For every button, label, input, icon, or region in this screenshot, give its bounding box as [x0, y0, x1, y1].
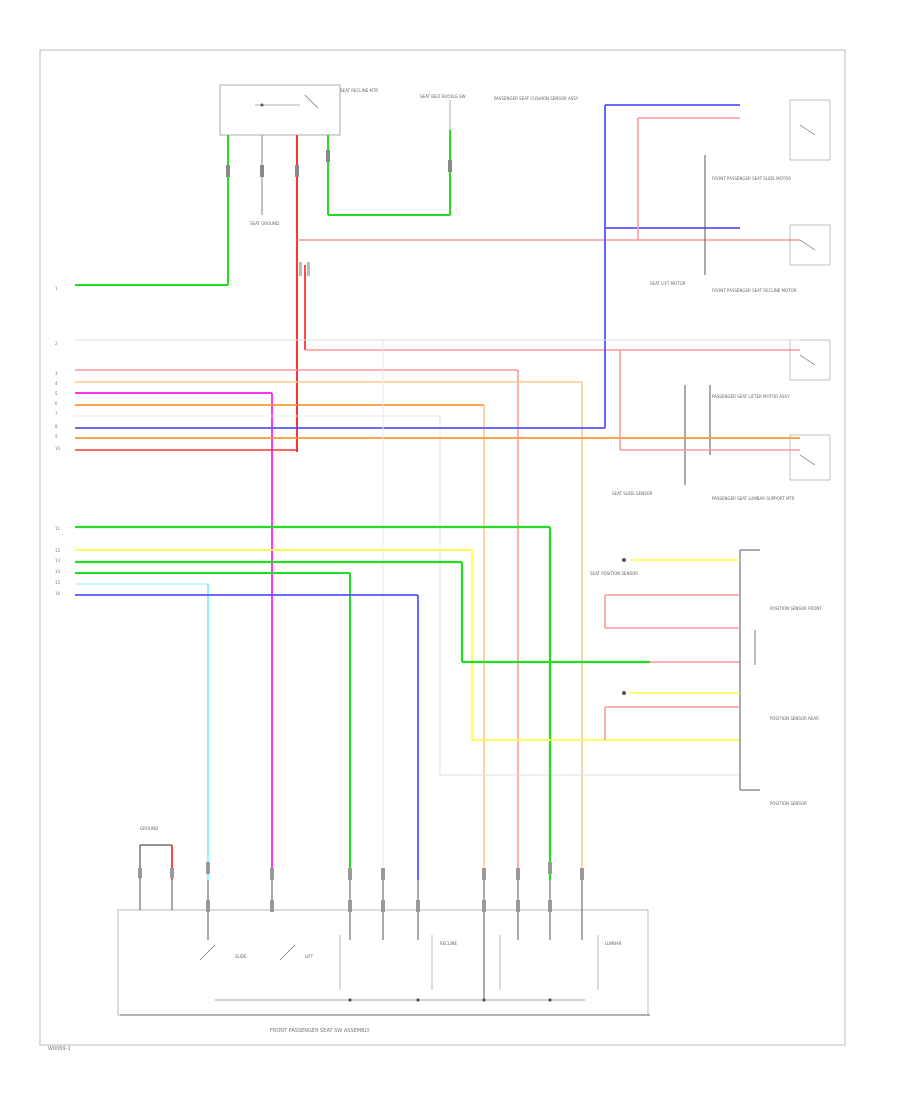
right-box-label-3: PASSENGER SEAT LIFTER MOTOR ASSY [712, 394, 790, 399]
svg-text:4: 4 [55, 381, 58, 386]
top-right-note: PASSENGER SEAT CUSHION SENSOR ASSY [494, 96, 579, 101]
left-pin-labels: 1 2 3 4 5 6 7 8 9 10 11 12 13 14 15 16 [55, 286, 61, 596]
right-small-label-1: SEAT LIFT MOTOR [650, 281, 686, 286]
svg-text:3: 3 [55, 371, 58, 376]
top-fuse-label: SEAT BELT BUCKLE SW [420, 94, 466, 99]
svg-text:10: 10 [55, 446, 61, 451]
right-motor-boxes [789, 99, 831, 481]
bottom-switch-label-slide: SLIDE [235, 954, 247, 959]
connector-marks-top [226, 150, 452, 276]
svg-text:13: 13 [55, 558, 61, 563]
bottom-left-ground-label: GROUND [140, 826, 158, 831]
top-switch-label: SEAT RECLINE MTR [340, 88, 378, 93]
svg-text:5: 5 [55, 391, 58, 396]
svg-text:11: 11 [55, 526, 61, 531]
bottom-switch-label-lumbar: LUMBAR [605, 941, 622, 946]
svg-text:15: 15 [55, 580, 61, 585]
svg-text:9: 9 [55, 434, 58, 439]
svg-text:1: 1 [55, 286, 58, 291]
svg-text:12: 12 [55, 548, 61, 553]
connector-marks-bottom [138, 862, 584, 912]
lower-right-box-1: POSITION SENSOR FRONT [770, 606, 822, 611]
right-box-label-4: PASSENGER SEAT LUMBAR SUPPORT MTR [712, 496, 795, 501]
svg-text:2: 2 [55, 341, 58, 346]
bottom-assembly-label: FRONT PASSENGER SEAT SW ASSEMBLY [270, 1028, 371, 1034]
svg-text:6: 6 [55, 401, 58, 406]
right-small-label-3: SEAT POSITION SENSOR [590, 571, 638, 576]
svg-text:14: 14 [55, 569, 61, 574]
bottom-switch-label-recline: RECLINE [440, 941, 458, 946]
lower-right-sensors [604, 549, 760, 791]
bottom-switch-label-lift: LIFT [305, 954, 314, 959]
ground-label: SEAT GROUND [250, 221, 279, 226]
page-code: W0069-1 [48, 1046, 71, 1052]
svg-text:16: 16 [55, 591, 61, 596]
svg-text:7: 7 [55, 411, 58, 416]
bottom-left-ground: GROUND [139, 826, 173, 880]
right-box-label-2: FRONT PASSENGER SEAT RECLINE MOTOR [712, 288, 797, 293]
lower-right-box-2: POSITION SENSOR REAR [770, 716, 819, 721]
lower-right-bottom: POSITION SENSOR [770, 801, 807, 806]
diagram-frame [39, 49, 846, 1046]
right-small-label-2: SEAT SLIDE SENSOR [612, 491, 653, 496]
top-fuse: SEAT BELT BUCKLE SW PASSENGER SEAT CUSHI… [420, 94, 579, 130]
svg-text:8: 8 [55, 424, 58, 429]
top-switch: SEAT RECLINE MTR [219, 84, 378, 136]
right-box-label-1: FRONT PASSENGER SEAT SLIDE MOTOR [712, 176, 791, 181]
